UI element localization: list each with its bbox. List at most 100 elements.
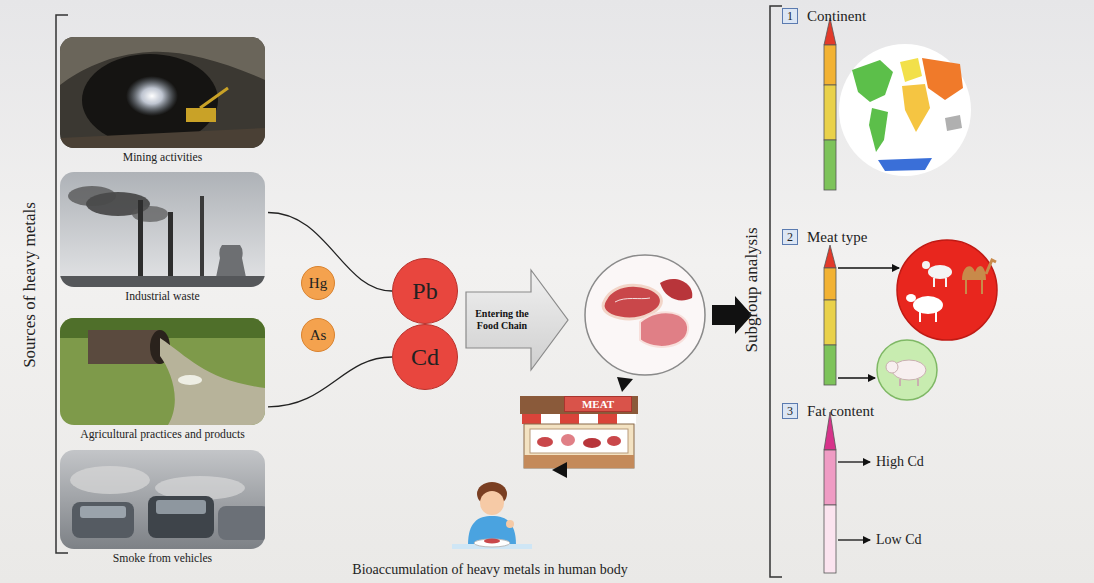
pointer-arrow <box>838 267 899 268</box>
bar-segment <box>824 268 836 300</box>
plate <box>474 539 510 547</box>
awning-stripe <box>598 414 617 424</box>
meat-piece <box>660 279 692 300</box>
element-symbol: Cd <box>411 345 439 369</box>
shop-window <box>530 429 628 453</box>
bar-segment <box>824 505 836 573</box>
bracket-line <box>770 6 782 577</box>
camel-legs <box>966 280 982 294</box>
text-label: High Cd <box>876 454 924 470</box>
text-label: Low Cd <box>876 532 922 548</box>
metal-circle: Cd <box>392 324 458 390</box>
shop-roof <box>520 396 638 414</box>
sheep-head <box>906 294 916 302</box>
mining-machine <box>186 108 216 122</box>
map-globe <box>839 44 971 176</box>
photo-caption: Mining activities <box>57 150 268 166</box>
metal-circle: As <box>301 318 335 352</box>
pointer-arrow <box>838 539 870 540</box>
pig-circle <box>877 340 937 400</box>
pipe <box>88 330 160 364</box>
oceania <box>945 115 962 131</box>
callout-number: 2 <box>787 231 793 243</box>
awning-stripe <box>560 414 579 424</box>
photo-source: Smoke from vehicles <box>57 450 268 569</box>
meat-item <box>607 436 621 446</box>
pointer-arrow <box>838 461 870 462</box>
bar-segment <box>824 450 836 505</box>
lamp-light <box>126 76 178 116</box>
photo-caption: Agricultural practices and products <box>57 427 268 443</box>
meat-circle-outline <box>585 255 705 375</box>
photo-source: Agricultural practices and products <box>57 318 268 445</box>
bar-segment <box>824 140 836 190</box>
subgroup-heading: Fat content <box>807 404 874 419</box>
plate-meat <box>484 539 500 544</box>
agriculture-photo <box>60 318 265 425</box>
north-america <box>852 60 893 102</box>
text-label: Bioaccumulation of heavy metals in human… <box>352 562 627 578</box>
continent-bar <box>824 18 836 190</box>
photo-caption: Smoke from vehicles <box>57 551 268 567</box>
goat-head <box>922 261 930 269</box>
meat-item <box>537 437 553 447</box>
chimney <box>200 196 204 284</box>
counter <box>524 455 634 468</box>
callout-number: 1 <box>787 10 793 22</box>
person-eating <box>452 482 532 549</box>
red-circle <box>897 240 997 340</box>
pointer-triangle <box>552 462 567 478</box>
pig-legs <box>900 379 918 386</box>
industrial-photo <box>60 172 265 287</box>
photo-frame <box>60 318 265 425</box>
car <box>218 506 265 540</box>
smoke <box>68 186 116 206</box>
car-window <box>156 500 206 514</box>
meat-type-bar <box>824 245 836 385</box>
shop-body <box>524 424 634 468</box>
camel-body <box>962 266 986 280</box>
photo-frame <box>60 172 265 287</box>
waste-water <box>160 338 265 425</box>
awning-stripe <box>579 414 598 424</box>
machine-arm <box>200 88 228 108</box>
element-symbol: Hg <box>309 276 327 291</box>
green-circle <box>877 340 937 400</box>
right-bracket <box>770 6 782 577</box>
pointer-triangle <box>617 377 633 392</box>
meat-item <box>583 438 601 448</box>
metal-circle: Hg <box>301 266 335 300</box>
awning-stripe <box>617 414 636 424</box>
connector-curve <box>268 357 392 407</box>
number-box: 3Fat content <box>782 403 798 419</box>
arrow-outline <box>466 270 568 370</box>
awning-stripe <box>541 414 560 424</box>
awning-stripe <box>522 414 541 424</box>
arrow-text-area: Entering the Food Chain <box>468 292 536 348</box>
subgroup-heading: Meat type <box>807 230 867 245</box>
person-hand <box>506 520 514 528</box>
antarctica <box>878 158 932 171</box>
arrow-label: Entering the Food Chain <box>468 308 536 332</box>
photo-source: Industrial waste <box>57 172 268 307</box>
callout-number: 3 <box>787 405 793 417</box>
metal-circle: Pb <box>392 258 458 324</box>
pointer-arrow <box>838 377 875 378</box>
tunnel-floor <box>60 128 265 148</box>
marbling <box>615 298 650 302</box>
meat-circle <box>585 255 705 375</box>
sign-text: MEAT <box>582 399 614 410</box>
vertical-label: Subgroup analysis <box>742 227 762 352</box>
element-symbol: As <box>310 328 327 343</box>
foam <box>178 375 202 385</box>
vertical-label: Sources of heavy metals <box>20 202 40 368</box>
bar-segment <box>824 85 836 140</box>
sheep-legs <box>920 312 936 322</box>
shop-sign: MEAT <box>564 396 632 412</box>
world-map <box>839 44 971 176</box>
exhaust-smoke <box>70 466 150 494</box>
process-arrow: Entering the Food Chain <box>465 268 569 372</box>
south-america <box>869 108 888 152</box>
photo-caption: Industrial waste <box>57 289 268 305</box>
number-box: 2Meat type <box>782 229 798 245</box>
